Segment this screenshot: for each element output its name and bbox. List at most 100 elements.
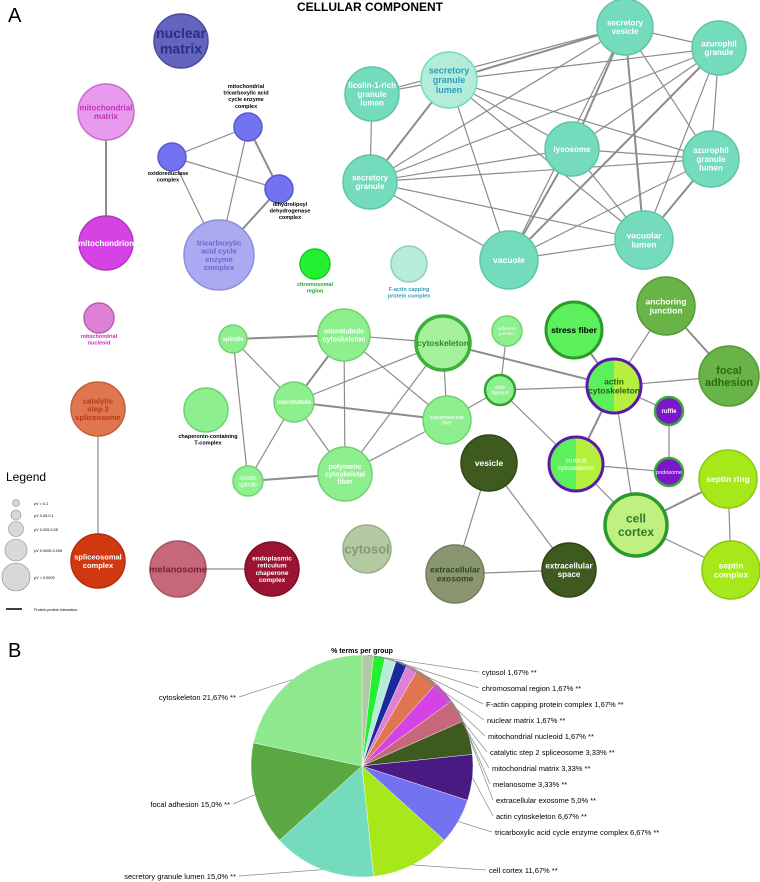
node-vesicle[interactable]: vesicle — [460, 434, 518, 492]
legend-size-label-4: pV 0.0005-0.005 — [34, 549, 62, 553]
node-podosome[interactable]: podosome — [653, 456, 685, 488]
node-circle — [183, 219, 255, 291]
node-circle — [153, 13, 209, 69]
edge-microtubule-supramolecular — [293, 401, 448, 421]
edge-secretory_granule_lumen-vacuole — [448, 79, 510, 261]
node-label: vacuole — [493, 255, 525, 265]
node-chromosomal[interactable] — [299, 248, 331, 280]
node-melanosome[interactable]: melanosome — [149, 540, 207, 598]
node-spindle[interactable]: spindle — [218, 324, 248, 354]
node-label: melanosome — [149, 564, 207, 575]
pie-label-14: focal adhesion 15,0% ** — [150, 800, 230, 809]
node-circle — [317, 446, 373, 502]
legend-size-4 — [4, 538, 28, 562]
pie-leader-8 — [457, 710, 491, 785]
legend-size-3 — [8, 521, 24, 537]
node-circle — [342, 154, 398, 210]
legend-edge-label: Protein-protein interaction — [34, 608, 77, 612]
pie-label-7: mitochondrial matrix 3,33% ** — [492, 764, 590, 773]
node-vacuole[interactable]: vacuole — [479, 230, 539, 290]
node-septin-ring[interactable]: septin ring — [698, 449, 758, 509]
node-circle — [541, 542, 597, 598]
pie-leader-11 — [457, 821, 493, 833]
node-mitochondrion[interactable]: mitochondrion — [78, 215, 134, 271]
edge-oxidoreductase-dihydrolipoyl — [171, 156, 280, 190]
node-ruffle[interactable]: ruffle — [653, 395, 685, 427]
node-circle — [701, 540, 760, 600]
node-lysosome[interactable]: lysosome — [544, 121, 600, 177]
node-microtubule[interactable]: microtubule — [273, 381, 315, 423]
pie-label-5: mitochondrial nucleoid 1,67% ** — [488, 732, 594, 741]
node-oxidoreductase[interactable] — [157, 142, 187, 172]
node-dihydrolipoyl[interactable] — [264, 174, 294, 204]
pie-label-4: nuclear matrix 1,67% ** — [487, 716, 565, 725]
node-chaperonin[interactable] — [183, 387, 229, 433]
node-circle — [483, 373, 517, 407]
node-mito-tca-complex[interactable] — [233, 112, 263, 142]
pie-leader-14 — [232, 794, 255, 805]
node-label: mitochondrion — [78, 239, 134, 248]
pie-label-10: actin cytoskeleton 6,67% ** — [496, 812, 587, 821]
pie-leader-13 — [238, 869, 323, 877]
node-circle — [390, 245, 428, 283]
node-circle — [682, 130, 740, 188]
node-factin-capping[interactable] — [390, 245, 428, 283]
panel-a-letter: A — [8, 5, 22, 27]
edge-spindle-mitotic_spindle — [232, 338, 249, 482]
node-cytosol[interactable]: cytosol — [342, 524, 392, 574]
node-cytoskeleton[interactable]: cytoskeleton — [414, 314, 472, 372]
node-mito-nucleoid[interactable] — [83, 302, 115, 334]
node-circle — [157, 142, 187, 172]
pie-label-12: cell cortex 11,67% ** — [489, 866, 558, 875]
node-circle — [585, 357, 643, 415]
node-circle — [653, 395, 685, 427]
pie-label-1: cytosol 1,67% ** — [482, 668, 537, 677]
node-label: vesicle — [475, 458, 504, 468]
node-circle — [614, 210, 674, 270]
edge-secretory_granule_lumen-azurophil_lumen — [448, 79, 712, 160]
node-circle — [299, 248, 331, 280]
node-circle — [547, 435, 605, 493]
pie-label-15: cytoskeleton 21,67% ** — [159, 693, 236, 702]
node-label: ruffle — [662, 409, 678, 415]
edge-secretory_granule_lumen-azurophil_granule — [448, 47, 720, 81]
node-stress-fiber[interactable]: stress fiber — [544, 300, 604, 360]
